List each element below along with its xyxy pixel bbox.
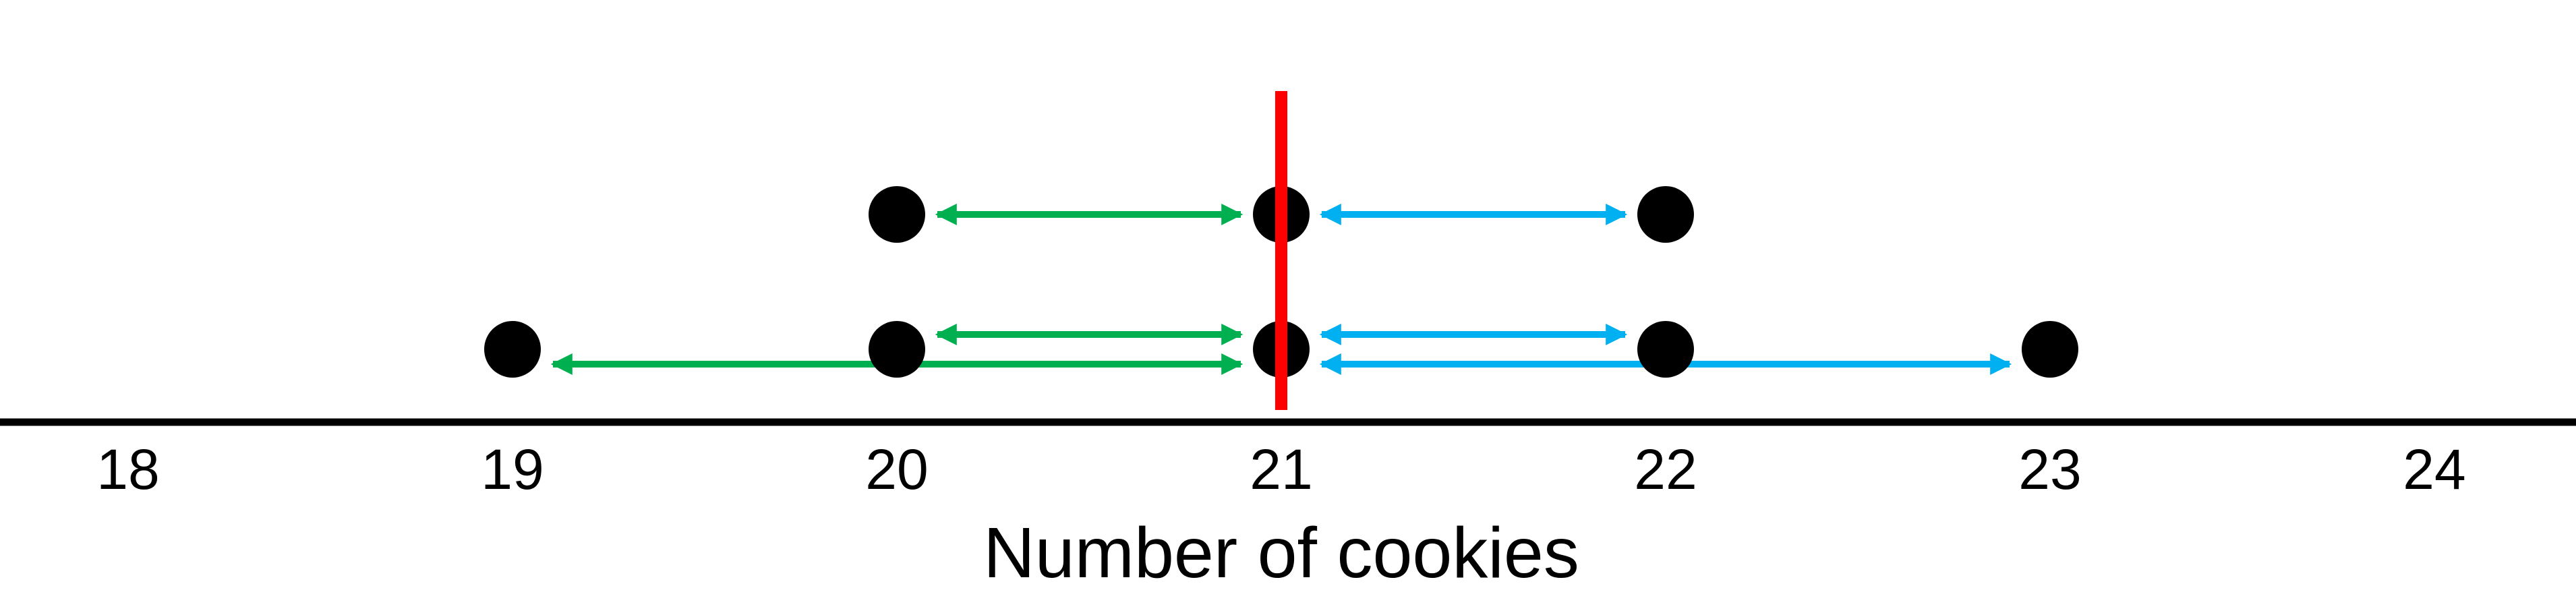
x-axis-ticks: 18 19 20 21 22 23 24 (96, 438, 2465, 501)
data-point (2022, 321, 2078, 378)
data-point (1637, 321, 1694, 378)
data-points (484, 186, 2078, 378)
x-tick-label: 19 (481, 438, 544, 501)
x-tick-label: 21 (1250, 438, 1312, 501)
x-tick-label: 23 (2018, 438, 2081, 501)
x-tick-label: 22 (1634, 438, 1697, 501)
data-point (484, 321, 541, 378)
x-tick-label: 18 (96, 438, 159, 501)
data-point (1637, 186, 1694, 243)
data-point (869, 321, 925, 378)
x-axis-label: Number of cookies (983, 513, 1579, 593)
x-tick-label: 20 (865, 438, 928, 501)
data-point (869, 186, 925, 243)
x-tick-label: 24 (2403, 438, 2465, 501)
